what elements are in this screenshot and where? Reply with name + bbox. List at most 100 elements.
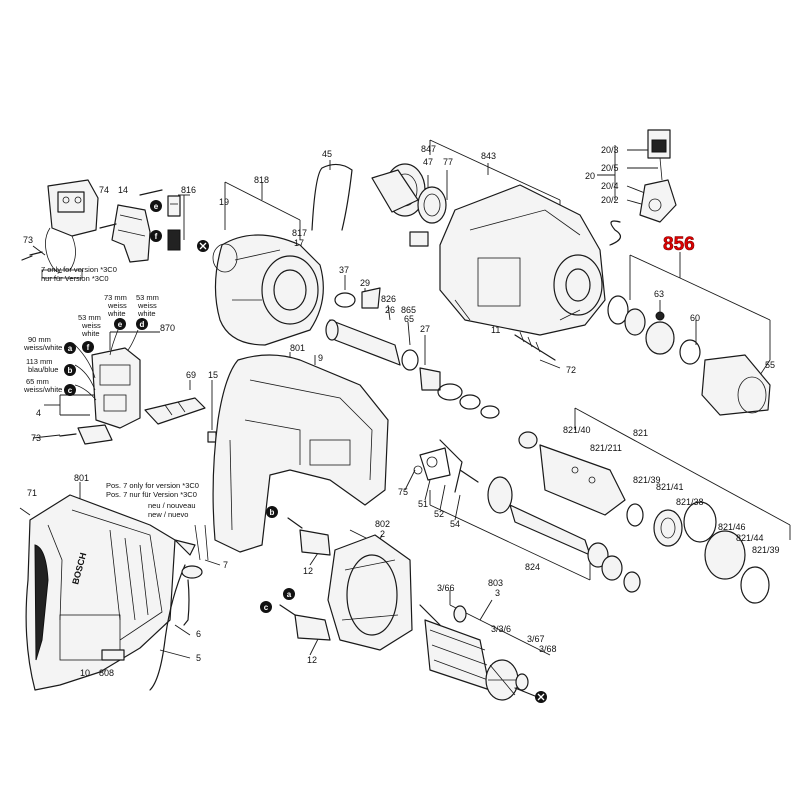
notes: 7 only for version *3C0 nur für Version …: [23, 265, 199, 586]
marker-c-mid: c: [64, 384, 76, 396]
label-47: 47: [423, 157, 433, 167]
label-20-4: 20/4: [601, 181, 619, 191]
label-71: 71: [27, 488, 37, 498]
marker-f-mid: f: [82, 341, 94, 353]
label-60: 60: [690, 313, 700, 323]
label-29: 29: [360, 278, 370, 288]
label-821-211: 821/211: [590, 443, 622, 453]
label-27: 27: [420, 324, 430, 334]
note-pos7-2: Pos. 7 nur für Version *3C0: [106, 490, 197, 499]
carbon-brushes-816: [167, 195, 181, 251]
label-821-40: 821/40: [563, 425, 591, 435]
label-801-handle: 801: [74, 473, 89, 483]
marker-e-top: e: [150, 200, 162, 212]
switch-870: [59, 329, 141, 445]
label-77: 77: [443, 157, 453, 167]
marker-b-mid: b: [64, 364, 76, 376]
note-pos7-1: Pos. 7 only for version *3C0: [106, 481, 199, 490]
note-neu-nouveau: neu / nouveau: [148, 501, 196, 510]
label-821-38: 821/38: [676, 497, 704, 507]
note-white-mid: white: [107, 309, 126, 318]
label-10: 10: [80, 668, 90, 678]
label-818: 818: [254, 175, 269, 185]
label-73-bottom: 73: [31, 433, 41, 443]
label-63: 63: [654, 289, 664, 299]
label-7: 7: [223, 560, 228, 570]
label-3-3-6: 3/3/6: [491, 624, 511, 634]
label-5: 5: [196, 653, 201, 663]
label-15: 15: [208, 370, 218, 380]
label-2: 2: [380, 529, 385, 539]
label-816: 816: [181, 185, 196, 195]
note-version-2: nur für Version *3C0: [41, 274, 109, 283]
svg-text:f: f: [87, 343, 90, 352]
note-white-right: white: [137, 309, 156, 318]
label-19: 19: [219, 197, 229, 207]
label-803: 803: [488, 578, 503, 588]
label-65: 65: [404, 314, 414, 324]
label-9: 9: [318, 353, 323, 363]
part-72-screw: [514, 331, 556, 361]
label-824: 824: [525, 562, 540, 572]
label-26: 26: [385, 305, 395, 315]
label-801-center: 801: [290, 343, 305, 353]
label-4: 4: [36, 408, 41, 418]
handle-housing-801: [25, 494, 176, 691]
label-14: 14: [118, 185, 128, 195]
marker-a-bottom: a: [283, 588, 295, 600]
label-3-67: 3/67: [527, 634, 545, 644]
part-14-bracket: [99, 189, 163, 263]
spindle-group-821: [539, 444, 770, 604]
note-weiss-right: weiss: [137, 301, 157, 310]
note-53mm-left: 53 mm: [78, 313, 101, 322]
label-3-68: 3/68: [539, 644, 557, 654]
note-version-1: 7 only for version *3C0: [41, 265, 117, 274]
gear-housing-843: [439, 184, 606, 336]
spindle-parts: [325, 287, 538, 449]
svg-text:a: a: [287, 590, 292, 599]
svg-text:d: d: [140, 320, 145, 329]
tool-holder-856: [607, 295, 771, 416]
label-74: 74: [99, 185, 109, 195]
svg-text:e: e: [118, 320, 123, 329]
label-847: 847: [421, 144, 436, 154]
label-843: 843: [481, 151, 496, 161]
marker-c-bottom: c: [260, 601, 272, 613]
marker-d-mid: d: [136, 318, 148, 330]
note-new-nuevo: new / nuevo: [148, 510, 188, 519]
label-20-3: 20/3: [601, 145, 619, 155]
label-20: 20: [585, 171, 595, 181]
gear-housing-818: [212, 234, 324, 346]
label-821-44: 821/44: [736, 533, 764, 543]
note-blau-blue: blau/blue: [28, 365, 58, 374]
note-weiss-left: weiss: [81, 321, 101, 330]
power-cable: [149, 524, 209, 691]
label-821-46: 821/46: [718, 522, 746, 532]
part-69: [144, 397, 206, 425]
note-113mm: 113 mm: [26, 357, 53, 366]
marker-f-top: f: [150, 230, 162, 242]
svg-text:a: a: [68, 344, 73, 353]
part-15-pin: [207, 431, 217, 443]
label-12-bottom: 12: [307, 655, 317, 665]
switch-assembly-top: [21, 179, 99, 279]
svg-text:f: f: [155, 232, 158, 241]
note-53mm-right: 53 mm: [136, 293, 159, 302]
svg-text:c: c: [68, 386, 73, 395]
marker-e-mid: e: [114, 318, 126, 330]
note-65mm: 65 mm: [26, 377, 49, 386]
rings-847-47-77: [371, 163, 447, 247]
armature-803: [419, 604, 536, 701]
svg-text:b: b: [270, 508, 275, 517]
label-3: 3: [495, 588, 500, 598]
x-markers: [197, 240, 547, 703]
parts-51-52-54: [413, 439, 479, 493]
note-white-left: white: [81, 329, 100, 338]
note-weiss-white-1: weiss/white: [23, 343, 62, 352]
label-12-top: 12: [303, 566, 313, 576]
note-73mm: 73 mm: [104, 293, 127, 302]
label-821-41: 821/41: [656, 482, 684, 492]
label-11: 11: [491, 325, 500, 335]
